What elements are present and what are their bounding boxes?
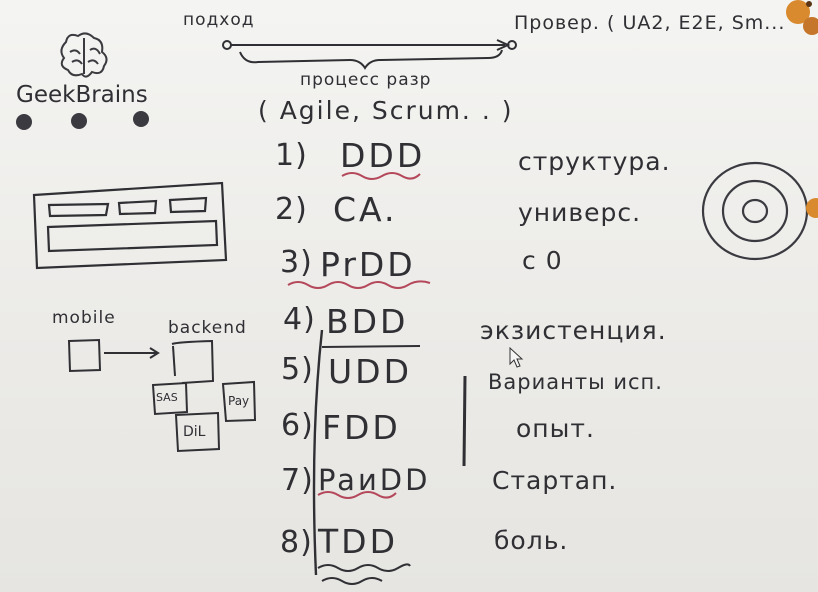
approach-label: подход (183, 10, 255, 30)
list-term: PaиDD (318, 463, 431, 497)
list-term: TDD (318, 522, 398, 561)
logo-dots (16, 111, 149, 130)
logo-text: GeekBrains (16, 82, 148, 108)
term4-underline (321, 345, 421, 348)
mouse-cursor-icon (509, 346, 524, 368)
list-note: универс. (518, 198, 642, 227)
list-note: с 0 (522, 246, 563, 275)
list-term: CA. (333, 190, 398, 229)
service-box-label: SAS (156, 391, 178, 404)
mobile-label: mobile (52, 308, 116, 328)
list-number: 3) (280, 245, 313, 280)
process-label: процесс разр (300, 70, 432, 90)
terms-bracket (312, 329, 324, 576)
target-circles-icon (701, 161, 809, 261)
list-number: 7) (281, 463, 314, 498)
backend-label: backend (168, 318, 247, 338)
list-note: опыт. (516, 414, 595, 443)
dark-squiggle (317, 563, 411, 585)
list-number: 1) (275, 138, 308, 173)
service-box-label: Pay (228, 394, 250, 408)
list-number: 4) (283, 302, 316, 337)
ui-wireframe-sketch (32, 181, 228, 270)
list-term: PrDD (320, 245, 416, 284)
list-number: 5) (281, 352, 314, 387)
methods-label: ( Agile, Scrum. . ) (258, 96, 514, 125)
approach-arrow (222, 39, 517, 70)
list-term: BDD (326, 302, 409, 341)
red-underlines (287, 172, 431, 499)
list-number: 6) (281, 408, 314, 443)
note-divider (462, 375, 467, 467)
list-term: DDD (340, 136, 426, 175)
service-box-label: DiL (183, 424, 206, 440)
list-note: структура. (518, 147, 671, 176)
brain-icon (60, 32, 108, 78)
list-note: Стартап. (492, 466, 618, 495)
list-number: 8) (280, 525, 313, 560)
list-number: 2) (275, 192, 308, 227)
testing-label: Провер. ( UA2, E2E, Sm... (514, 12, 786, 34)
list-note: Варианты исп. (488, 370, 663, 394)
orange-object (786, 0, 818, 218)
list-note: экзистенция. (480, 316, 667, 345)
list-term: UDD (328, 352, 412, 391)
list-term: FDD (322, 408, 401, 447)
list-note: боль. (494, 526, 569, 555)
architecture-diagram (67, 338, 257, 453)
